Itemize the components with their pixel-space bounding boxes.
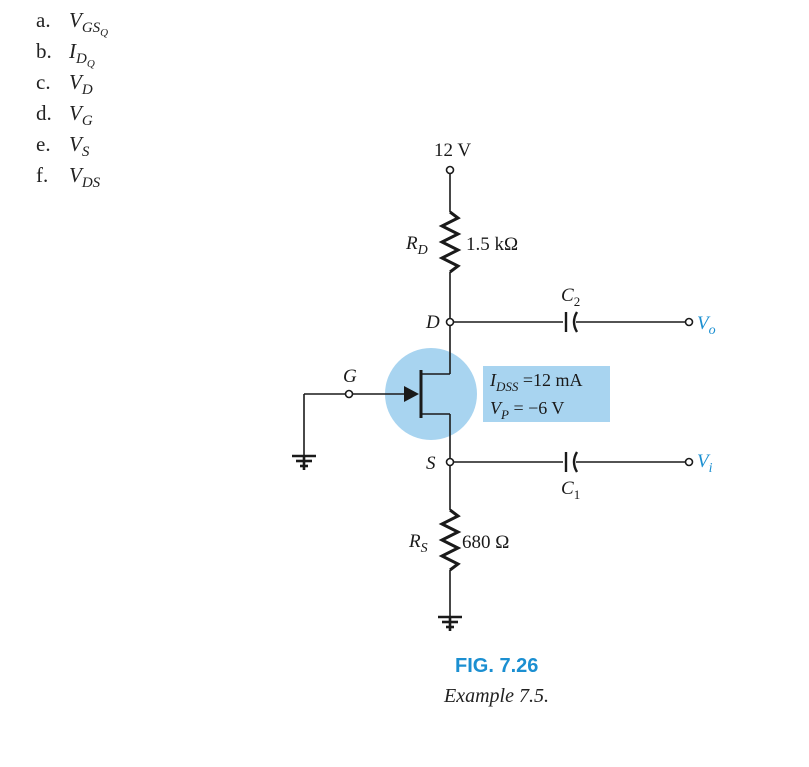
vp-label: VP = −6 V (490, 398, 564, 422)
source-terminal (445, 457, 455, 467)
gate-ground-icon (292, 454, 316, 470)
question-letter: f. (36, 163, 49, 187)
drain-terminal (445, 317, 455, 327)
question-variable: V (69, 101, 82, 125)
question-variable: V (69, 70, 82, 94)
question-subscript: G (81, 113, 93, 130)
source-label: S (426, 453, 436, 474)
question-variable: V (69, 132, 82, 156)
rs-resistor (438, 508, 462, 572)
question-d: d. VG (36, 101, 108, 132)
rs-value: 680 Ω (462, 532, 509, 553)
rs-label: RS (408, 531, 428, 556)
question-list: a.VGSQ b.IDQ c.VD d.VG e.VS f.VDS (36, 8, 108, 194)
question-subscript: GS (81, 20, 101, 37)
vo-label: Vo (697, 313, 716, 338)
params-box (483, 366, 610, 422)
drain-label: D (425, 312, 440, 333)
question-subsubscript: Q (100, 27, 109, 40)
vi-terminal (684, 457, 694, 467)
question-subscript: DS (81, 175, 101, 192)
question-c: c. VD (36, 70, 108, 101)
supply-label: 12 V (434, 140, 471, 161)
question-letter: a. (36, 8, 51, 32)
rd-resistor (438, 210, 462, 274)
question-f: f. VDS (36, 163, 108, 194)
c1-label: C1 (561, 478, 580, 502)
question-b: b. IDQ (36, 39, 108, 70)
question-subscript: D (76, 51, 87, 68)
figure-title: FIG. 7.26 (455, 655, 539, 677)
c2-label: C2 (561, 285, 580, 309)
question-letter: b. (36, 39, 52, 63)
rd-label: RD (405, 233, 428, 258)
idss-label: IDSS =12 mA (489, 370, 583, 394)
question-subscript: D (81, 82, 93, 99)
jfet-highlight (385, 348, 477, 440)
question-variable: V (69, 163, 82, 187)
question-letter: d. (36, 101, 52, 125)
vo-terminal (684, 317, 694, 327)
vi-label: Vi (697, 451, 713, 476)
question-subsubscript: Q (86, 58, 95, 71)
question-e: e. VS (36, 132, 108, 163)
question-variable: V (69, 8, 82, 32)
gate-terminal (344, 389, 354, 399)
figure-caption: Example 7.5. (444, 685, 549, 707)
c2-plate-right (572, 311, 579, 333)
question-variable: I (69, 39, 76, 63)
source-ground-icon (438, 615, 462, 631)
question-letter: e. (36, 132, 51, 156)
rd-value: 1.5 kΩ (466, 234, 518, 255)
supply-terminal (445, 165, 455, 175)
jfet-gate-arrow (404, 386, 419, 402)
question-subscript: S (81, 144, 90, 161)
question-letter: c. (36, 70, 51, 94)
gate-label: G (343, 366, 357, 387)
c1-plate-right (572, 451, 579, 473)
question-a: a. VGSQ (36, 8, 108, 39)
